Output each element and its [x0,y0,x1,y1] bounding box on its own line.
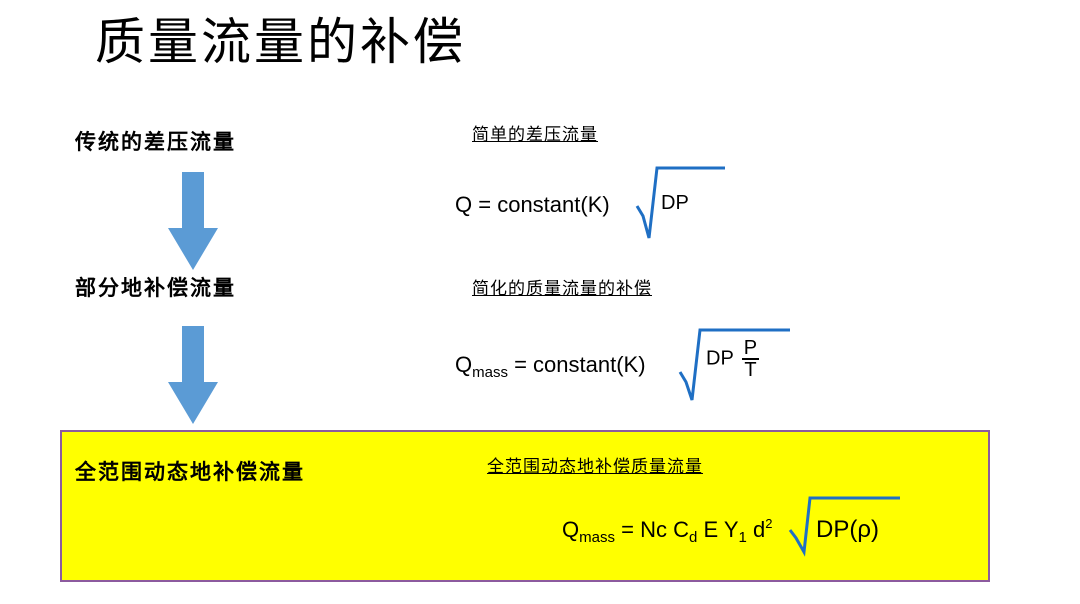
heading-full-dynamic-mass-flow: 全范围动态地补偿质量流量 [487,457,703,477]
eq3-radicand: DP(ρ) [816,516,879,543]
stage-label-full-dynamic: 全范围动态地补偿流量 [75,459,305,484]
eq2-lhs: Q [455,352,473,377]
equation-simple-dp: Q = constant(K) [455,192,610,218]
heading-simplified-mass-flow: 简化的质量流量的补偿 [472,279,652,299]
eq2-lhs-sub: mass [472,364,508,381]
eq3-y-sub: 1 [738,529,747,546]
eq3-e: E [703,517,719,542]
stage-label-traditional: 传统的差压流量 [75,129,236,154]
eq3-nc: Nc [640,517,667,542]
eq3-d: d [753,517,766,542]
eq3-c-sub: d [688,529,698,546]
eq1-radicand: DP [661,192,689,214]
eq3-c: C [673,517,689,542]
square-root-icon [635,166,725,239]
equation-full-mass: Qmass = Nc Cd E Y1 d2 [562,516,773,546]
eq3-d-sup: 2 [765,516,773,531]
square-root-icon [788,496,900,557]
stage-label-partial: 部分地补偿流量 [75,275,236,300]
eq3-lhs-sub: mass [579,529,615,546]
eq3-lhs: Q [562,517,580,542]
square-root-icon [678,328,790,401]
down-arrow-icon [168,172,218,270]
equation-simplified-mass: Qmass = constant(K) [455,352,646,381]
eq3-y: Y [723,517,739,542]
highlight-box [60,430,990,582]
eq3-eq-sign: = [621,517,634,542]
eq2-frac-numerator: P [741,337,760,360]
eq2-rhs: = constant(K) [514,352,646,377]
down-arrow-icon [168,326,218,424]
eq2-frac-denominator: T [744,359,757,381]
eq1-rhs: = constant(K) [478,192,610,217]
eq1-lhs: Q [455,192,473,217]
page-title: 质量流量的补偿 [95,13,466,71]
eq2-radicand: DP [706,347,734,370]
heading-simple-dp-flow: 简单的差压流量 [472,125,598,145]
